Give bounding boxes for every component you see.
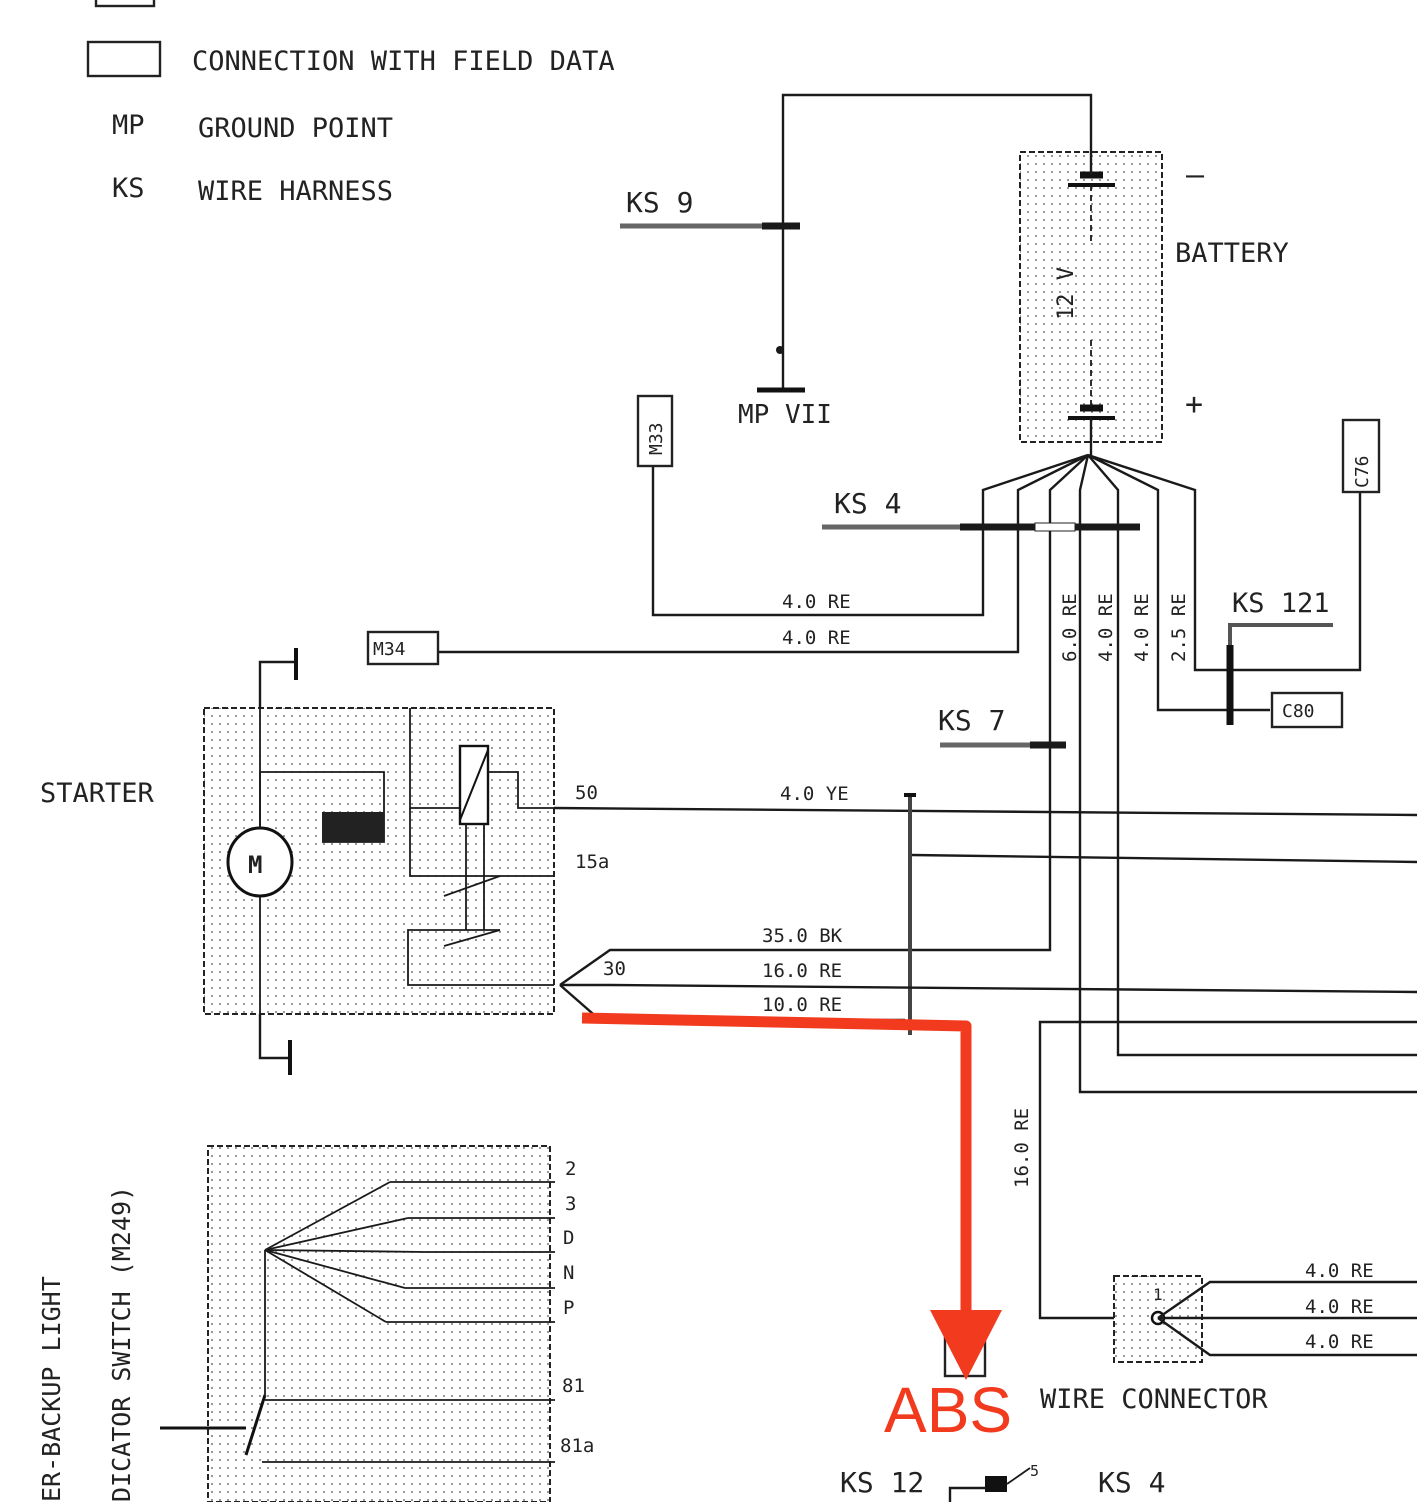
wire-label: 4.0 RE [1131,593,1153,662]
legend-ks-text: WIRE HARNESS [198,176,393,207]
wire-connector: 1 WIRE CONNECTOR 4.0 RE 4.0 RE 4.0 RE [1040,1260,1417,1415]
indicator-switch-label: DICATOR SWITCH (M249) [107,1186,136,1502]
starter: M STARTER 50 15a 30 [40,648,626,1075]
legend: CONNECTION WITH FIELD DATA MP GROUND POI… [86,0,615,207]
harness-ks4-label: KS 4 [834,487,901,520]
wire-label: 4.0 RE [782,627,851,649]
harness-ks4-bottom-label: KS 4 [1098,1466,1165,1499]
wire-label: 4.0 YE [780,783,849,805]
connector-m34 [366,630,440,666]
harness-ks9-label: KS 9 [626,186,693,219]
connector-c76-label: C76 [1352,455,1373,488]
legend-connection-symbol [86,40,162,78]
terminal-5-label: 5 [1030,1462,1039,1480]
wire-label: 35.0 BK [762,925,843,947]
wire-label: 16.0 RE [762,960,842,982]
terminal-p-label: P [563,1297,574,1319]
wire-label: 2.5 RE [1168,593,1190,662]
connector-c80-label: C80 [1282,701,1315,722]
legend-welding-point-symbol [94,0,156,8]
abs-annotation-arrow [581,1012,1002,1380]
starter-label: STARTER [40,778,155,809]
battery: 12 V – + BATTERY [1019,140,1289,455]
battery-minus-label: – [1186,158,1205,193]
backup-light-label: ER-BACKUP LIGHT [37,1276,66,1502]
terminal-81-label: 81 [562,1375,585,1397]
ground-point-label: MP VII [738,400,832,430]
terminal-81a-label: 81a [560,1435,594,1457]
wire-label: 6.0 RE [1059,593,1081,662]
terminal-3-label: 3 [565,1193,576,1215]
wire-label: 4.0 RE [1305,1296,1374,1318]
starter-motor-label: M [248,851,262,879]
wire-connector-label: WIRE CONNECTOR [1040,1384,1268,1415]
wire-label: 10.0 RE [762,994,842,1016]
terminal-n-label: N [563,1262,574,1284]
terminal-15a-label: 15a [575,851,609,873]
harness-ks7-label: KS 7 [938,704,1005,737]
connector-m33 [636,394,674,468]
connector-c76 [1341,418,1381,494]
battery-plus-bundle: KS 4 [438,453,1417,1094]
connector-m34-label: M34 [373,639,406,660]
harness-ks121-label: KS 121 [1232,588,1330,619]
wire-label: 4.0 RE [1095,593,1117,662]
connector-c80 [1270,691,1344,729]
battery-voltage-label: 12 V [1054,267,1079,320]
battery-label: BATTERY [1175,238,1289,269]
wire-label: 4.0 RE [1305,1331,1374,1353]
harness-ks12-label: KS 12 [840,1466,924,1499]
wire-connector-pin: 1 [1153,1285,1163,1304]
legend-mp-abbr: MP [112,110,145,141]
terminal-d-label: D [563,1227,574,1249]
wire-label: 4.0 RE [782,591,851,613]
indicator-switch-body [207,1145,551,1502]
terminal-2-label: 2 [565,1158,576,1180]
legend-ks-abbr: KS [112,173,145,204]
wire-label: 16.0 RE [1011,1108,1033,1188]
terminal-30-label: 30 [603,958,626,980]
battery-plus-label: + [1185,387,1203,422]
wire-label: 4.0 RE [1305,1260,1374,1282]
legend-connection-text: CONNECTION WITH FIELD DATA [192,46,615,77]
abs-annotation-label: ABS [884,1374,1012,1446]
terminal-50-label: 50 [575,782,598,804]
indicator-switch: 2 3 D N P 81 81a DICATOR SWITCH (M249) E… [37,1145,594,1502]
connector-m33-label: M33 [646,422,667,455]
legend-mp-text: GROUND POINT [198,113,393,144]
